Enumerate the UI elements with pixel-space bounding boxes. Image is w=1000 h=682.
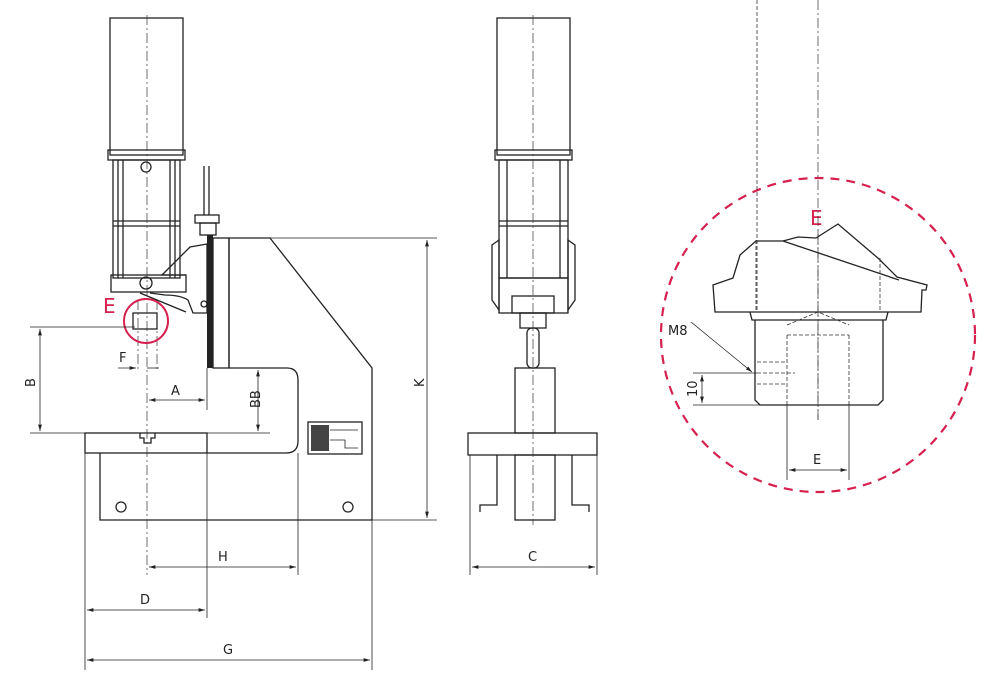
worktable-front [467, 432, 598, 456]
detail-width-label: E [813, 453, 821, 468]
drawing-line [140, 161, 152, 173]
front-view: C [467, 15, 598, 575]
drawing-line [479, 455, 590, 512]
detail-e-label: E [103, 294, 116, 318]
drawing-line [342, 501, 354, 513]
dim-bb: BB [249, 390, 264, 408]
dim-a: A [171, 384, 180, 399]
cylinder-front [496, 17, 571, 156]
dimensions-side: B F A BB K H D G [24, 237, 437, 670]
drawing-line [514, 367, 556, 434]
nameplate [307, 421, 363, 455]
drawing-line [139, 292, 187, 313]
detail-e-view: E M8 10 E [659, 0, 977, 494]
drawing-line [194, 214, 220, 224]
detail-title: E [810, 206, 823, 230]
dim-c: C [528, 550, 537, 565]
drawing-line [567, 238, 576, 313]
drawing-line [754, 320, 884, 406]
dim-b: B [24, 378, 39, 387]
drawing-line [139, 276, 153, 290]
drawing-line [307, 421, 363, 455]
dim-k: K [413, 378, 428, 387]
dim-g: G [223, 643, 233, 658]
drawing-line [115, 501, 127, 513]
drawing-line [749, 311, 889, 321]
dim-h: H [218, 550, 228, 565]
drawing-line [491, 238, 500, 313]
drawing-line [149, 243, 208, 314]
drawing-line [690, 321, 753, 373]
drawing-line [330, 429, 358, 449]
detail-offset-label: 10 [686, 380, 701, 397]
detail-thread-label: M8 [668, 324, 688, 339]
drawing-line [311, 425, 329, 451]
detail-e-marker [123, 298, 169, 344]
drawing-line [782, 240, 900, 281]
drawing-line [199, 222, 217, 236]
cylinder [109, 17, 184, 156]
drawing-line [200, 300, 208, 308]
drawing-line [207, 367, 299, 454]
drawing-line [139, 433, 156, 444]
detail-boundary [659, 176, 977, 494]
depth-scale [207, 235, 213, 368]
side-view: E [84, 15, 373, 575]
dim-f: F [119, 351, 126, 366]
drawing-line [498, 159, 569, 279]
drawing-line [212, 237, 230, 369]
cylinder-frame [112, 159, 181, 279]
punch-holder [132, 312, 158, 330]
drawing-line [712, 223, 928, 313]
drawing-line [757, 361, 795, 385]
drawing-line [514, 454, 556, 521]
press-frame [99, 237, 373, 521]
dim-d: D [140, 593, 150, 608]
drawing-line [110, 274, 187, 293]
